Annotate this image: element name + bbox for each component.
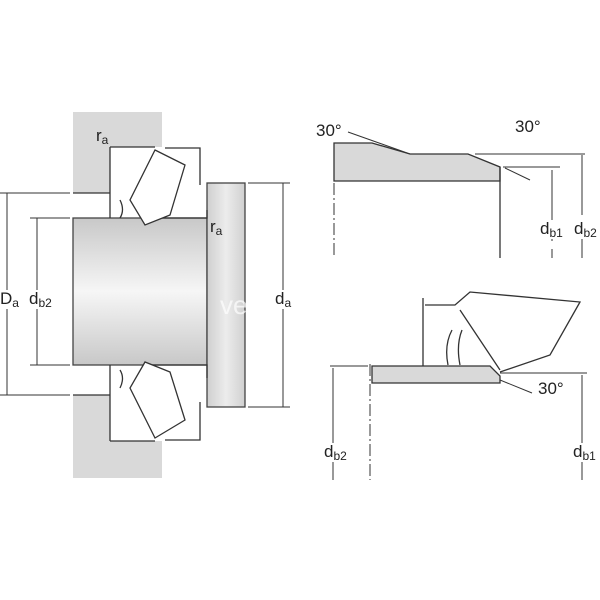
bottom-right-detail [330, 291, 587, 480]
label-db1-bottom: db1 [573, 442, 596, 463]
label-ra-inner: ra [210, 217, 223, 238]
lock-nut [206, 182, 246, 408]
label-db1-top: db1 [540, 219, 563, 240]
label-db2-top: db2 [574, 219, 597, 240]
label-angle-top-right: 30° [515, 117, 541, 136]
label-angle-bottom: 30° [538, 379, 564, 398]
sleeve-section-top [333, 142, 501, 182]
label-db2-bottom: db2 [324, 442, 347, 463]
label-ra-top: ra [96, 126, 109, 147]
label-angle-top-left: 30° [316, 121, 342, 140]
sleeve-section-bottom [371, 365, 501, 384]
bearing-top [73, 146, 208, 219]
adapter-sleeve [72, 217, 208, 366]
left-assembly-view [0, 112, 290, 478]
label-da: da [275, 289, 292, 310]
label-db2-left: db2 [29, 289, 52, 310]
bearing-bottom [73, 364, 208, 442]
top-right-detail [333, 131, 585, 258]
watermark: ve [220, 290, 248, 320]
label-Da: Da [0, 289, 19, 310]
